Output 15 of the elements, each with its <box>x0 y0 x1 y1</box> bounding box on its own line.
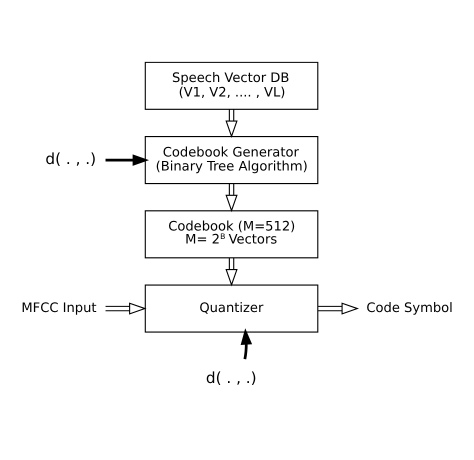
node-box: Codebook Generator (Binary Tree Algorithm) <box>144 136 318 184</box>
node-text: d( . , .) <box>206 368 257 387</box>
arrow <box>106 302 147 314</box>
arrow <box>318 302 360 314</box>
node-box: Codebook (M=512) M= 2$^{B}$ Vectors <box>144 210 318 258</box>
node-box: Speech Vector DB (V1, V2, .... , VL) <box>144 61 318 110</box>
node-box: Quantizer <box>144 284 318 332</box>
arrow <box>225 257 238 286</box>
arrow <box>225 183 238 212</box>
node-text: Code Symbol <box>366 300 453 316</box>
arrow <box>240 328 252 359</box>
arrow <box>106 154 150 166</box>
arrow <box>225 108 238 138</box>
node-text: d( . , .) <box>45 150 96 168</box>
node-text: MFCC Input <box>21 300 97 316</box>
